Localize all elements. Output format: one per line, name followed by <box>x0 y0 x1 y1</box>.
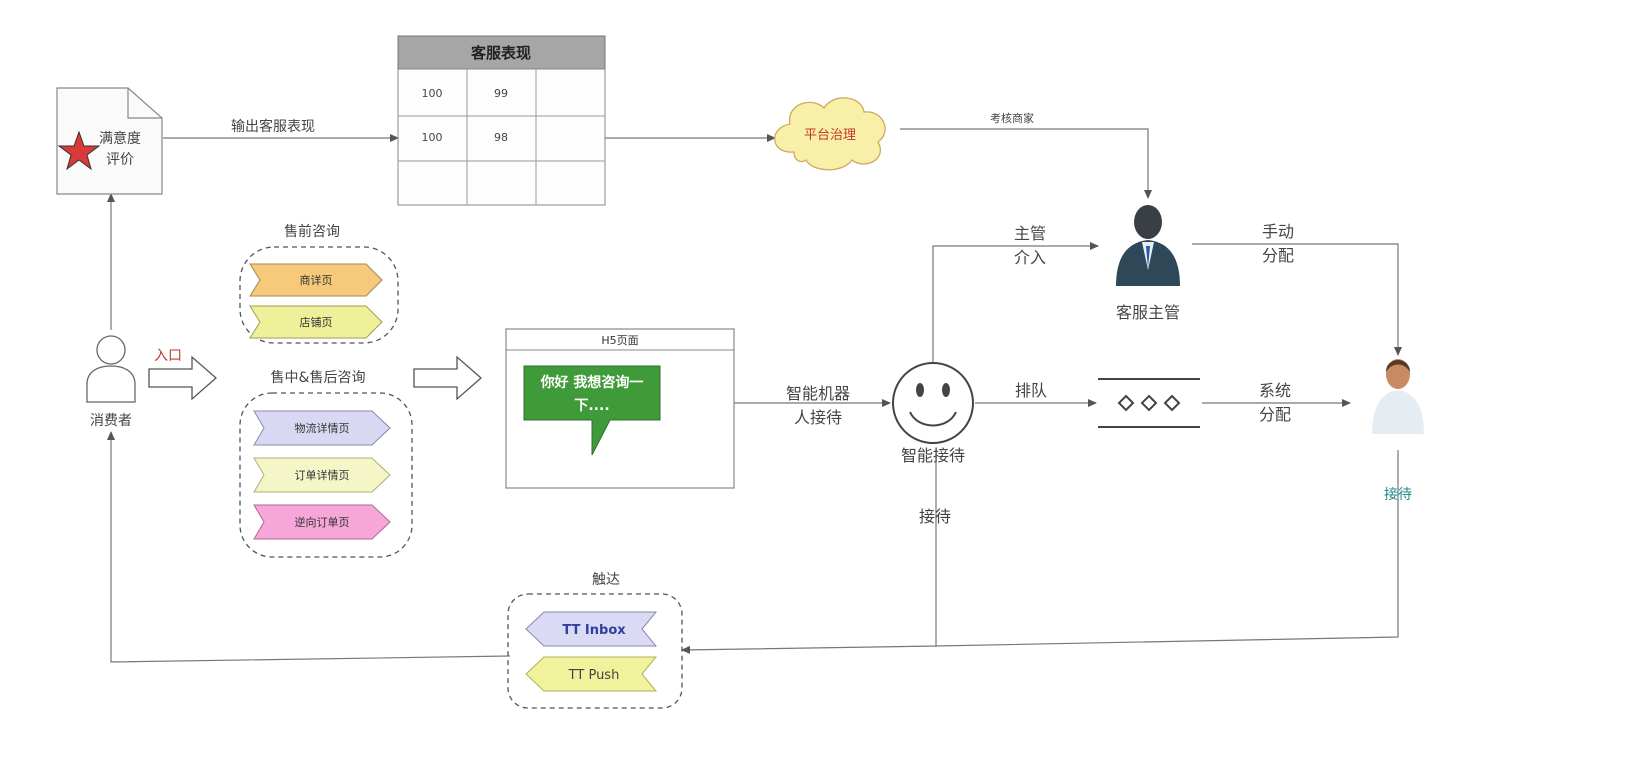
aftersale-tag <box>253 410 391 446</box>
supervisor: 客服主管 <box>1116 205 1180 322</box>
label-queue: 排队 <box>1015 381 1047 400</box>
line-smart-to-supervisor <box>932 242 1099 362</box>
satisfaction-document: 满意度 评价 <box>56 87 163 195</box>
reach-tag <box>525 656 658 692</box>
chat-bubble-line1: 你好 我想咨询一 <box>540 374 644 391</box>
aftersale-tag-label: 逆向订单页 <box>295 515 350 529</box>
aftersale-group: 售中&售后咨询 物流详情页 订单详情页 逆向订单页 <box>239 370 413 558</box>
label-review-merchant: 考核商家 <box>990 111 1034 125</box>
chat-bubble-line2: 下.... <box>574 398 609 414</box>
agent-label: 接待 <box>1384 486 1412 503</box>
agent-icon <box>1372 359 1424 434</box>
supervisor-icon <box>1116 205 1180 286</box>
label-robot-2: 人接待 <box>794 408 842 427</box>
presale-group: 售前咨询 商详页 店铺页 <box>239 223 399 344</box>
platform-cloud-label: 平台治理 <box>804 128 856 143</box>
label-system-assign-2: 分配 <box>1259 405 1291 424</box>
reach-tag-label: TT Push <box>568 668 620 683</box>
presale-tag <box>249 305 383 339</box>
smart-reception-label: 智能接待 <box>901 446 965 465</box>
performance-table: 客服表现 100 99 100 98 <box>397 35 606 206</box>
presale-tag <box>249 263 383 297</box>
table-cell: 99 <box>494 87 508 100</box>
line-cloud-to-supervisor <box>900 128 1152 199</box>
line-reach-to-consumer <box>107 431 511 663</box>
presale-tag-label: 店铺页 <box>300 315 333 329</box>
label-manual-assign-1: 手动 <box>1262 222 1294 241</box>
aftersale-tag <box>253 504 391 540</box>
table-cell: 100 <box>422 131 443 144</box>
table-title: 客服表现 <box>470 44 531 62</box>
aftersale-tag-label: 物流详情页 <box>295 421 350 435</box>
consumer-icon <box>86 335 136 403</box>
presale-title: 售前咨询 <box>284 223 340 240</box>
reach-tag <box>525 611 658 647</box>
label-supervisor-intervene-2: 介入 <box>1014 248 1046 267</box>
label-reception: 接待 <box>919 507 951 526</box>
consumer-label: 消费者 <box>90 413 132 429</box>
chat-bubble <box>523 365 661 456</box>
label-reach: 触达 <box>592 572 620 588</box>
aftersale-title: 售中&售后咨询 <box>271 370 366 386</box>
entry-arrow-icon <box>148 355 217 401</box>
queue-item-icon <box>1117 394 1135 412</box>
supervisor-label: 客服主管 <box>1116 303 1180 322</box>
reach-group: 触达 TT Inbox TT Push <box>507 572 683 709</box>
star-icon <box>57 130 101 171</box>
satisfaction-line1: 满意度 <box>99 130 141 147</box>
reach-tag-label: TT Inbox <box>562 623 626 638</box>
label-robot-1: 智能机器 <box>786 384 850 403</box>
label-manual-assign-2: 分配 <box>1262 246 1294 265</box>
smart-reception: 智能接待 <box>892 362 974 465</box>
presale-tag-label: 商详页 <box>300 273 333 287</box>
queue-item-icon <box>1163 394 1181 412</box>
table-cell: 98 <box>494 131 508 144</box>
aftersale-tag <box>253 457 391 493</box>
line-supervisor-to-agent <box>1192 243 1402 356</box>
aftersale-tag-label: 订单详情页 <box>295 468 350 482</box>
line-agent-to-reach <box>681 450 1399 654</box>
agent: 接待 <box>1372 359 1424 503</box>
satisfaction-line2: 评价 <box>106 152 134 168</box>
label-output-performance: 输出客服表现 <box>231 118 315 135</box>
label-system-assign-1: 系统 <box>1259 381 1291 400</box>
h5-arrow-icon <box>413 355 482 401</box>
smiley-icon <box>892 362 974 444</box>
entry-label: 入口 <box>154 348 182 364</box>
queue <box>1098 378 1200 428</box>
table-cell: 100 <box>422 87 443 100</box>
connector-lines <box>107 128 1402 663</box>
h5-window-title: H5页面 <box>601 334 638 347</box>
consumer: 消费者 <box>86 335 136 429</box>
queue-item-icon <box>1140 394 1158 412</box>
h5-window: H5页面 你好 我想咨询一 下.... <box>505 328 735 489</box>
label-supervisor-intervene-1: 主管 <box>1014 224 1046 243</box>
platform-cloud: 平台治理 <box>774 97 886 171</box>
